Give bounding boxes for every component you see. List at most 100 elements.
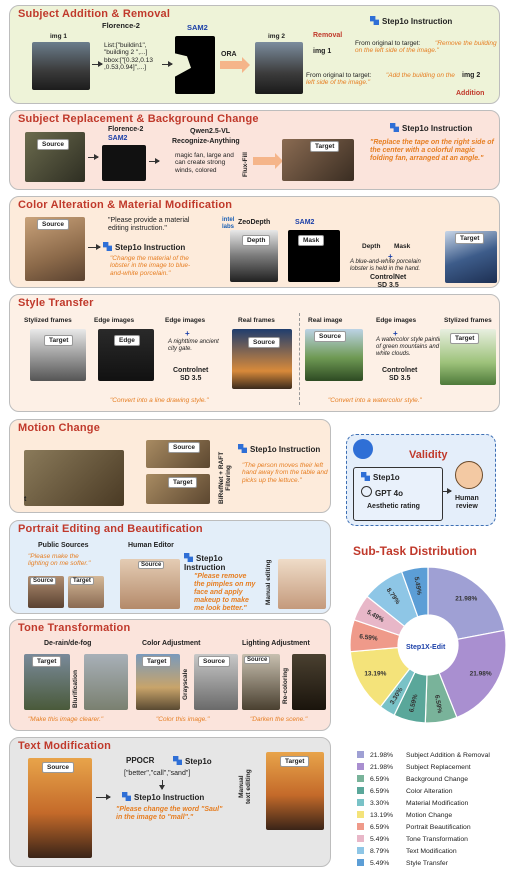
legend-swatch — [357, 763, 364, 770]
panel-portrait: Portrait Editing and Beautification Publ… — [9, 520, 331, 614]
legend-swatch — [357, 859, 364, 866]
legend-item: 21.98% Subject Addition & Removal — [357, 751, 490, 759]
panel-title: Portrait Editing and Beautification — [18, 523, 203, 535]
arrow — [92, 59, 103, 69]
legend-percent: 21.98% — [370, 752, 394, 759]
panel-title: Text Modification — [18, 740, 112, 752]
img2-label: img 2 — [268, 33, 285, 40]
legend-name: Style Transfer — [406, 860, 448, 867]
pie-slice-label: 6.59% — [408, 693, 419, 713]
legend-item: 6.59% Portrait Beautification — [357, 823, 471, 831]
florence-label: Florence-2 — [102, 21, 140, 30]
human-review-icon — [455, 461, 483, 489]
ocr-words: ["better","call","sand"] — [124, 770, 191, 777]
source-tag: Source — [248, 337, 281, 348]
remove-instruction: "Remove the building on the left side of… — [355, 40, 497, 55]
step1o-label: Step1o Instruction — [402, 124, 473, 133]
step1o-icon — [238, 444, 247, 453]
controlnet-label: ControlNet SD 3.5 — [370, 274, 407, 288]
panel-motion-change: Motion Change t Source Target BiRefNet +… — [9, 419, 331, 513]
panel-title: Color Alteration & Material Modification — [18, 199, 233, 211]
depth-label: Depth — [362, 243, 381, 250]
panel-title: Style Transfer — [18, 297, 94, 309]
zeodepth-label: ZeoDepth — [238, 219, 271, 226]
legend-item: 6.59%Color Alteration — [357, 787, 452, 795]
derain-label: De-rain/de-fog — [44, 640, 92, 647]
down-arrow — [157, 780, 167, 790]
step1o-icon — [370, 16, 379, 25]
pie-slice-label: 6.59% — [433, 694, 443, 714]
pie-center-label: Step1X-Edit — [406, 644, 446, 651]
source-tag: Source — [42, 762, 75, 773]
recognize-text: magic fan, large and can create strong w… — [175, 152, 234, 174]
blurification-label: Blurification — [72, 670, 79, 708]
source-tag: Source — [30, 577, 57, 585]
step1o-icon — [122, 792, 131, 801]
plus-sign: + — [388, 252, 393, 261]
step1o-top: Step1o — [173, 756, 212, 766]
validity-title: Validity — [409, 449, 448, 461]
color-adjustment-label: Color Adjustment — [142, 640, 201, 647]
source-photo — [28, 758, 92, 858]
manual-text-editing-label: Manual text editing — [238, 769, 252, 804]
night-prompt: A nighttime ancient city gate. — [168, 339, 219, 352]
source-photo — [84, 654, 128, 710]
add-instruction: "Add the building on the left side of th… — [306, 72, 455, 87]
source-tag: Source — [168, 442, 201, 453]
stylized-frames-label-2: Stylized frames — [444, 317, 492, 324]
replace-instruction: "Replace the tape on the right side of t… — [370, 139, 494, 163]
panel-subject-replacement: Subject Replacement & Background Change … — [9, 110, 500, 190]
checklist-icon — [353, 439, 373, 459]
source-tag: Source — [37, 139, 70, 150]
legend-name: Text Modification — [406, 848, 457, 855]
list-text: List:["buildin1", "building 2 ",...] bbo… — [104, 42, 153, 72]
gpt-icon — [361, 486, 372, 497]
florence-label: Florence-2 — [108, 126, 144, 133]
target-tag: Target — [455, 233, 485, 244]
legend-swatch — [357, 775, 364, 782]
watercolor-instruction: "Convert into a watercolor style." — [328, 397, 422, 404]
step1o-instruction: Step1o Instruction — [390, 123, 472, 133]
ppocr-label: PPOCR — [126, 756, 155, 765]
legend-swatch — [357, 787, 364, 794]
divider-line — [299, 313, 300, 405]
pie-slice-label: 5.49% — [412, 576, 422, 596]
step1o-label: Step1o — [185, 757, 212, 766]
edge-images-label-3: Edge images — [376, 317, 417, 324]
panel-title: Motion Change — [18, 422, 101, 434]
step1o-instruction: Step1o Instruction — [103, 242, 185, 252]
legend-name: Subject Addition & Removal — [406, 752, 490, 759]
source-tag-3: Source — [244, 656, 271, 664]
plus-sign: + — [185, 329, 190, 338]
aesthetic-label: Aesthetic rating — [367, 503, 420, 510]
legend-percent: 5.49% — [370, 860, 390, 867]
mask-label: Mask — [394, 243, 411, 250]
lighting-adjustment-label: Lighting Adjustment — [242, 640, 310, 647]
step1o-icon — [390, 123, 399, 132]
mask-image — [102, 145, 146, 181]
qwen-label: Qwen2.5-VL — [190, 128, 231, 135]
step1o-icon — [184, 553, 193, 562]
legend-name: Motion Change — [406, 812, 453, 819]
panel-color-material: Color Alteration & Material Modification… — [9, 196, 500, 288]
grayscale-label: Grayscale — [182, 668, 189, 700]
public-sources-label: Public Sources — [38, 542, 89, 549]
arrow — [149, 156, 160, 166]
legend-item: 8.79%Text Modification — [357, 847, 457, 855]
fat-arrow — [253, 153, 283, 169]
step1o-instruction: Step1o Instruction — [122, 792, 204, 802]
validity-box: Validity Step1o GPT 4o Aesthetic rating … — [346, 434, 496, 526]
add-lead: From original to target: — [306, 72, 372, 79]
edge-images-label: Edge images — [94, 317, 135, 324]
legend-percent: 6.59% — [370, 824, 390, 831]
controlnet-label-2: Controlnet SD 3.5 — [382, 367, 418, 383]
darken-instruction: "Darken the scene." — [250, 716, 308, 723]
portrait-instruction: "Please remove the pimples on my face an… — [194, 573, 256, 613]
clearer-instruction: "Make this image clearer." — [28, 716, 104, 723]
color-instruction: "Color this image." — [156, 716, 210, 723]
gpt-text: GPT 4o — [375, 489, 404, 498]
target-tag: Target — [70, 577, 94, 585]
public-prompt: "Please make the lighting on me softer." — [28, 553, 91, 568]
legend-name: Portrait Beautification — [406, 824, 471, 831]
edge-images-label-2: Edge images — [165, 317, 206, 324]
